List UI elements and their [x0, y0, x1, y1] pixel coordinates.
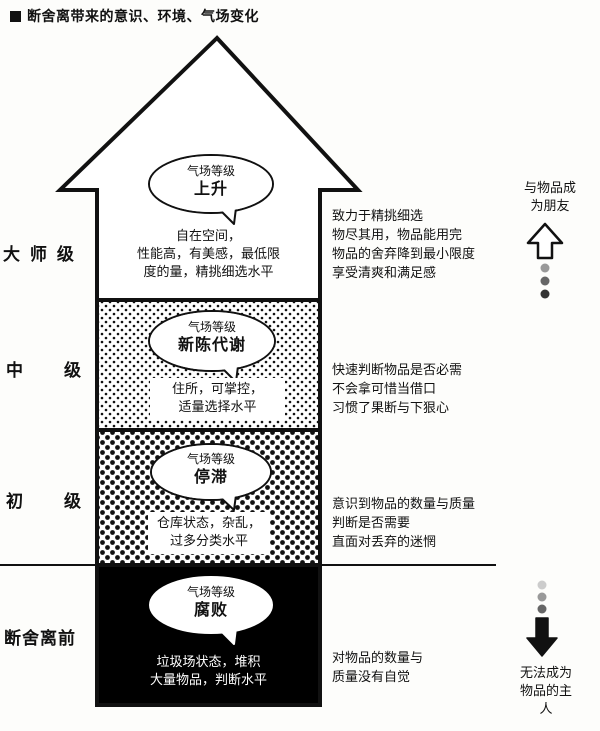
inner-box-3: [148, 512, 270, 554]
desc-mid: 快速判断物品是否必需 不会拿可惜当借口 习惯了果断与下狠心: [332, 363, 463, 416]
bubble-text-3: 气场等级 停滞: [149, 451, 273, 487]
level-master: 大 师 级: [3, 245, 76, 265]
dot-icon: [540, 289, 550, 299]
dot-icon: [537, 580, 547, 590]
bubble-text-4: 气场等级 腐败: [149, 584, 273, 620]
up-arrow-icon: [526, 222, 564, 260]
speech-bubble-4: [149, 576, 273, 645]
bubble-state: 停滞: [193, 467, 228, 486]
page-title: 断舍离带来的意识、环境、气场变化: [10, 6, 259, 26]
desc-beginner: 意识到物品的数量与质量 判断是否需要 直面对丢弃的迷惘: [332, 497, 476, 550]
caption-not-master: 无法成为 物品的主 人: [519, 666, 572, 717]
bubble-caption: 气场等级: [186, 164, 235, 178]
level-beginner-second: 级: [64, 492, 81, 512]
dot-icon: [540, 276, 550, 286]
bubble-caption: 气场等级: [186, 585, 235, 599]
level-beginner-first: 初: [6, 492, 23, 512]
inner-text-4: 垃圾场状态，堆积 大量物品，判断水平: [149, 655, 267, 688]
bubble-state: 新陈代谢: [177, 335, 246, 354]
speech-bubble-2: [148, 310, 276, 383]
square-bullet-icon: [10, 11, 21, 22]
bubble-text-2: 气场等级 新陈代谢: [150, 319, 274, 355]
dot-icon: [537, 592, 547, 602]
speech-bubble-1: [148, 154, 274, 225]
caption-become-friends: 与物品成 为朋友: [523, 181, 576, 214]
bubble-text-1: 气场等级 上升: [149, 163, 273, 199]
bubble-caption: 气场等级: [186, 452, 235, 466]
inner-text-3: 仓库状态，杂乱， 过多分类水平: [156, 516, 261, 549]
bubble-state: 腐败: [193, 600, 228, 619]
desc-before: 对物品的数量与 质量没有自觉: [332, 651, 424, 685]
bubble-caption: 气场等级: [187, 320, 236, 334]
level-mid-second: 级: [64, 361, 81, 381]
desc-master: 致力于精挑细选 物尽其用，物品能用完 物品的舍弃降到最小限度 享受清爽和满足感: [332, 209, 476, 281]
inner-text-1: 自在空间， 性能高，有美感，最低限 度的量，精挑细选水平: [136, 229, 280, 280]
speech-bubble-3: [150, 443, 272, 511]
inner-text-2: 住所，可掌控， 适量选择水平: [171, 382, 263, 415]
dot-icon: [537, 604, 547, 614]
level-mid-first: 中: [6, 361, 23, 381]
level-before: 断舍离前: [4, 629, 76, 649]
bubble-state: 上升: [193, 179, 228, 198]
dot-icon: [540, 263, 550, 273]
inner-box-2: [150, 378, 285, 420]
down-arrow-icon: [526, 617, 558, 657]
